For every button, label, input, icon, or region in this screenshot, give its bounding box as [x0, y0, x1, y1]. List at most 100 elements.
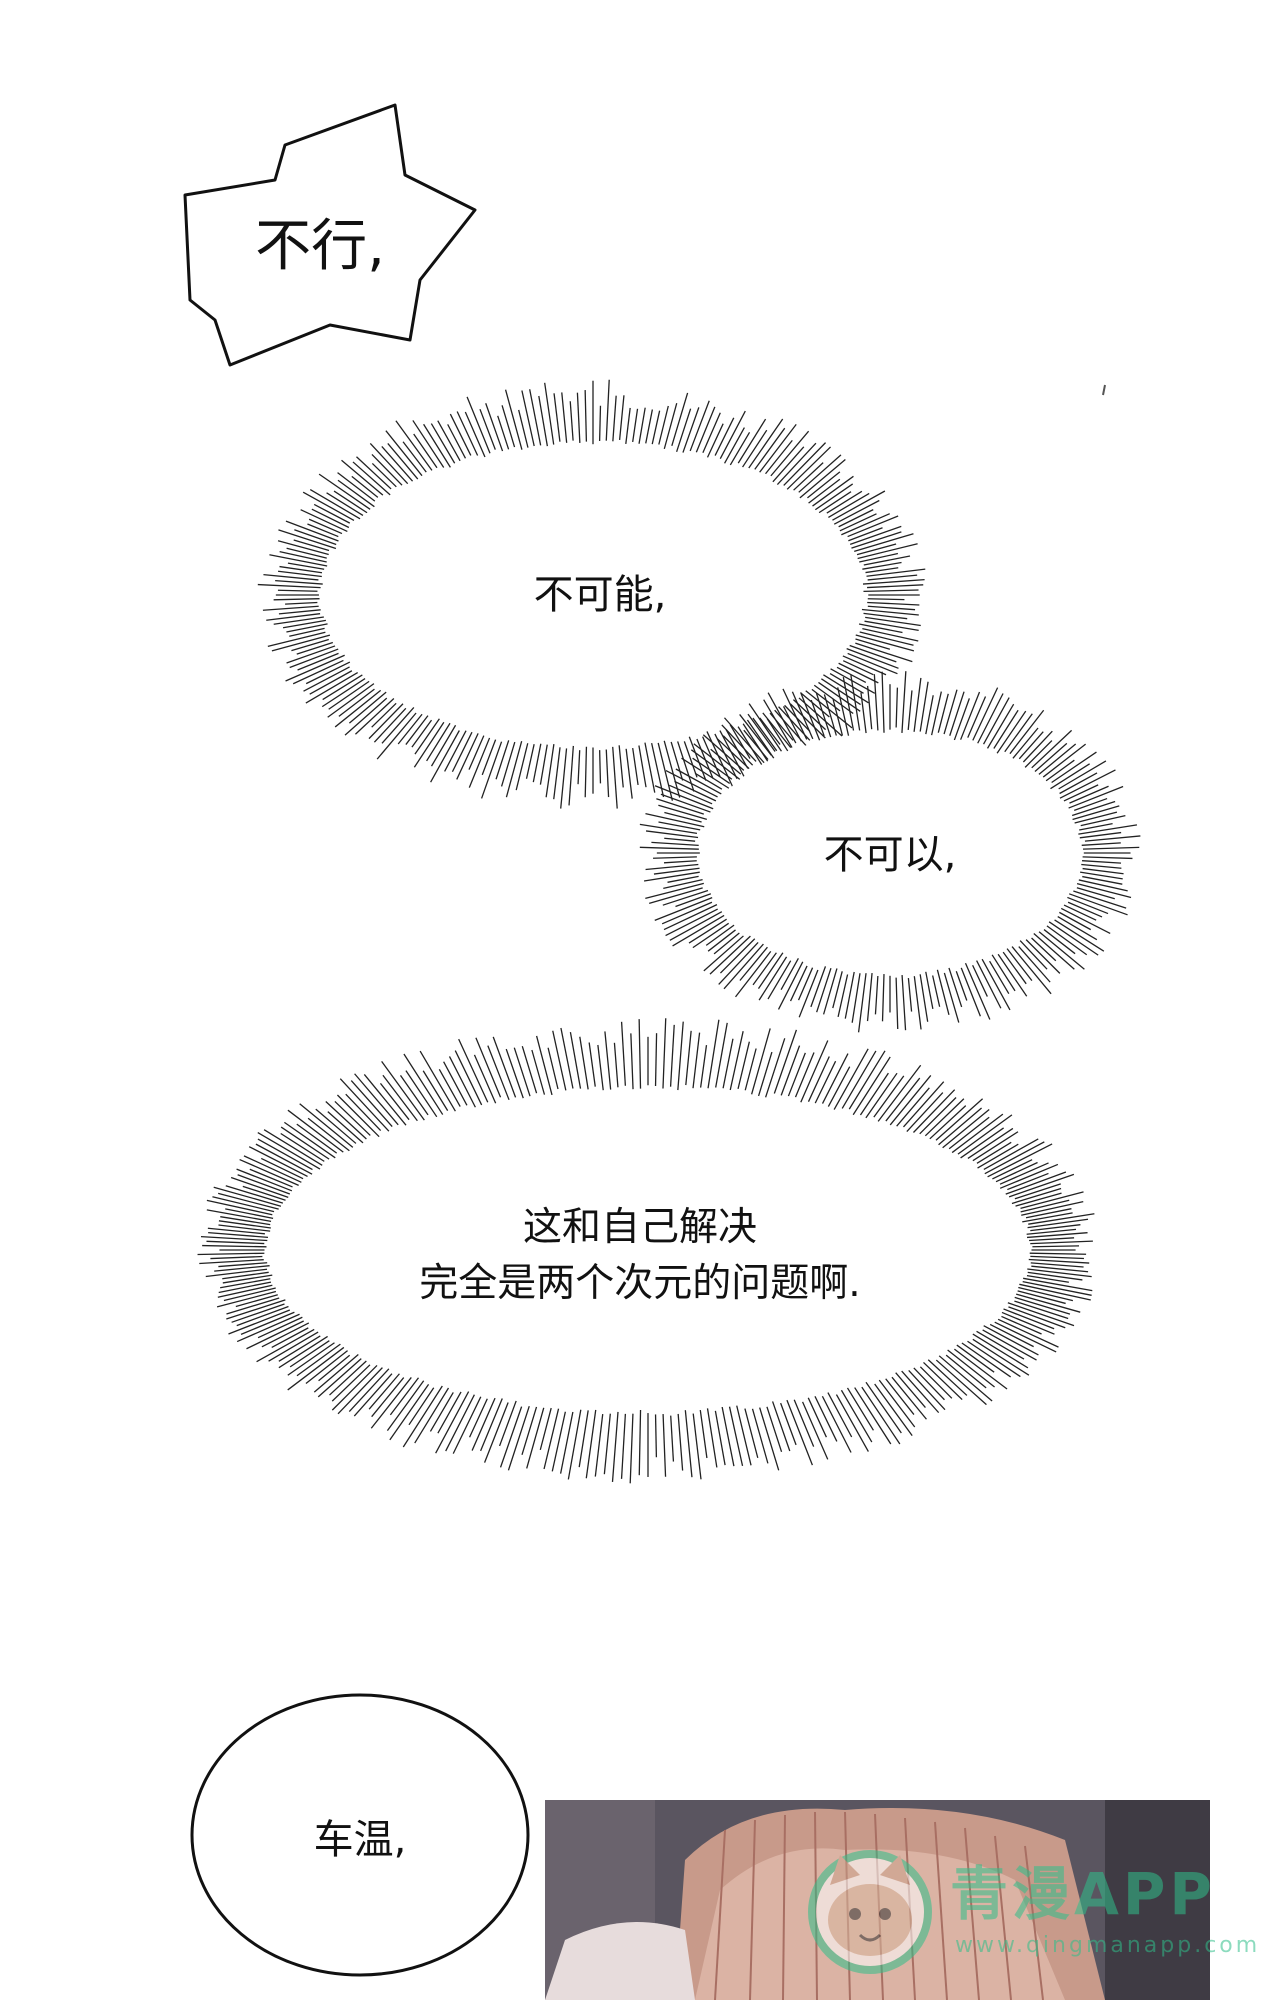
burst-line: [291, 638, 329, 652]
burst-line: [1082, 867, 1124, 875]
burst-line: [371, 702, 397, 728]
burst-line: [758, 956, 788, 1001]
burst-line: [1060, 907, 1111, 934]
burst-line: [344, 697, 388, 736]
burst-line: [759, 1407, 780, 1471]
burst-line: [449, 413, 472, 456]
burst-line: [303, 666, 350, 692]
burst-line: [1028, 1258, 1090, 1264]
burst-line: [331, 1364, 378, 1411]
burst-line: [279, 565, 323, 574]
burst-line: [737, 1041, 751, 1090]
burst-line: [352, 461, 391, 496]
burst-line: [497, 415, 510, 450]
burst-line: [863, 612, 908, 620]
burst-line: [846, 1387, 875, 1431]
burst-line: [368, 703, 404, 740]
burst-line: [369, 442, 409, 485]
burst-line: [464, 411, 486, 458]
burst-line: [458, 1038, 489, 1103]
burst-line: [282, 619, 326, 629]
burst-line: [1021, 1201, 1084, 1216]
burst-line: [1030, 1262, 1084, 1268]
burst-line: [284, 1121, 336, 1159]
burst-line: [737, 418, 767, 464]
burst-line: [723, 427, 745, 464]
burst-line: [972, 964, 988, 997]
burst-line: [849, 644, 897, 663]
burst-line: [895, 977, 899, 1030]
burst-line: [972, 1131, 1019, 1162]
burst-line: [654, 897, 713, 921]
burst-line: [943, 689, 958, 735]
burst-line: [675, 768, 722, 795]
burst-line: [707, 1019, 720, 1089]
burst-line: [351, 475, 379, 498]
burst-line: [929, 1105, 967, 1140]
burst-line: [297, 652, 339, 671]
burst-line: [919, 974, 929, 1022]
speech-text: 车温,: [313, 1817, 407, 1863]
burst-line: [948, 967, 963, 1008]
burst-line: [675, 893, 712, 908]
burst-line: [757, 1051, 773, 1097]
burst-line: [1027, 1218, 1089, 1229]
burst-line: [341, 459, 384, 496]
burst-line: [220, 1216, 271, 1226]
burst-line: [901, 975, 907, 1031]
burst-line: [683, 741, 698, 778]
burst-line: [325, 1100, 367, 1140]
burst-line: [567, 1409, 582, 1480]
burst-line: [961, 1342, 1012, 1378]
burst-line: [218, 1220, 271, 1229]
burst-line: [863, 589, 919, 593]
burst-line: [858, 623, 903, 634]
burst-line: [798, 969, 819, 1018]
burst-line: [371, 453, 403, 486]
burst-line: [568, 745, 574, 806]
burst-line: [1020, 1199, 1070, 1213]
burst-line: [763, 699, 793, 748]
burst-line: [518, 409, 529, 448]
burst-line: [994, 1321, 1057, 1353]
burst-line: [867, 601, 920, 606]
burst-line: [780, 1045, 801, 1096]
burst-line: [529, 389, 542, 446]
burst-line: [576, 392, 581, 443]
burst-line: [715, 1022, 728, 1088]
burst-line: [728, 1406, 744, 1467]
burst-line: [435, 1391, 470, 1454]
burst-line: [1018, 731, 1044, 760]
burst-line: [1074, 811, 1118, 824]
burst-line: [924, 1098, 965, 1137]
burst-line: [1007, 1302, 1075, 1327]
burst-line: [729, 1031, 744, 1091]
burst-line: [671, 392, 689, 447]
burst-line: [1031, 1265, 1089, 1273]
burst-line: [287, 1342, 335, 1376]
burst-line: [260, 1157, 304, 1180]
burst-line: [814, 1396, 838, 1442]
burst-line: [638, 407, 646, 444]
burst-line: [772, 446, 805, 483]
burst-line: [225, 1208, 274, 1219]
burst-line: [861, 608, 919, 616]
burst-line: [405, 715, 429, 745]
burst-line: [874, 975, 879, 1015]
watermark: 青漫APP www.qingmanapp.com: [805, 1835, 1257, 1995]
burst-line: [456, 733, 479, 780]
burst-line: [1006, 948, 1033, 982]
burst-line: [242, 1185, 286, 1201]
burst-line: [938, 1107, 982, 1146]
burst-line: [296, 1123, 338, 1154]
burst-line: [754, 427, 786, 470]
burst-line: [907, 690, 913, 731]
burst-line: [289, 1340, 330, 1368]
burst-line: [767, 960, 792, 1000]
burst-line: [402, 441, 427, 473]
burst-line: [1073, 797, 1108, 812]
burst-3-text: 这和自己解决 完全是两个次元的问题啊.: [280, 1200, 1000, 1312]
burst-line: [906, 1092, 944, 1132]
burst-line: [480, 741, 503, 799]
